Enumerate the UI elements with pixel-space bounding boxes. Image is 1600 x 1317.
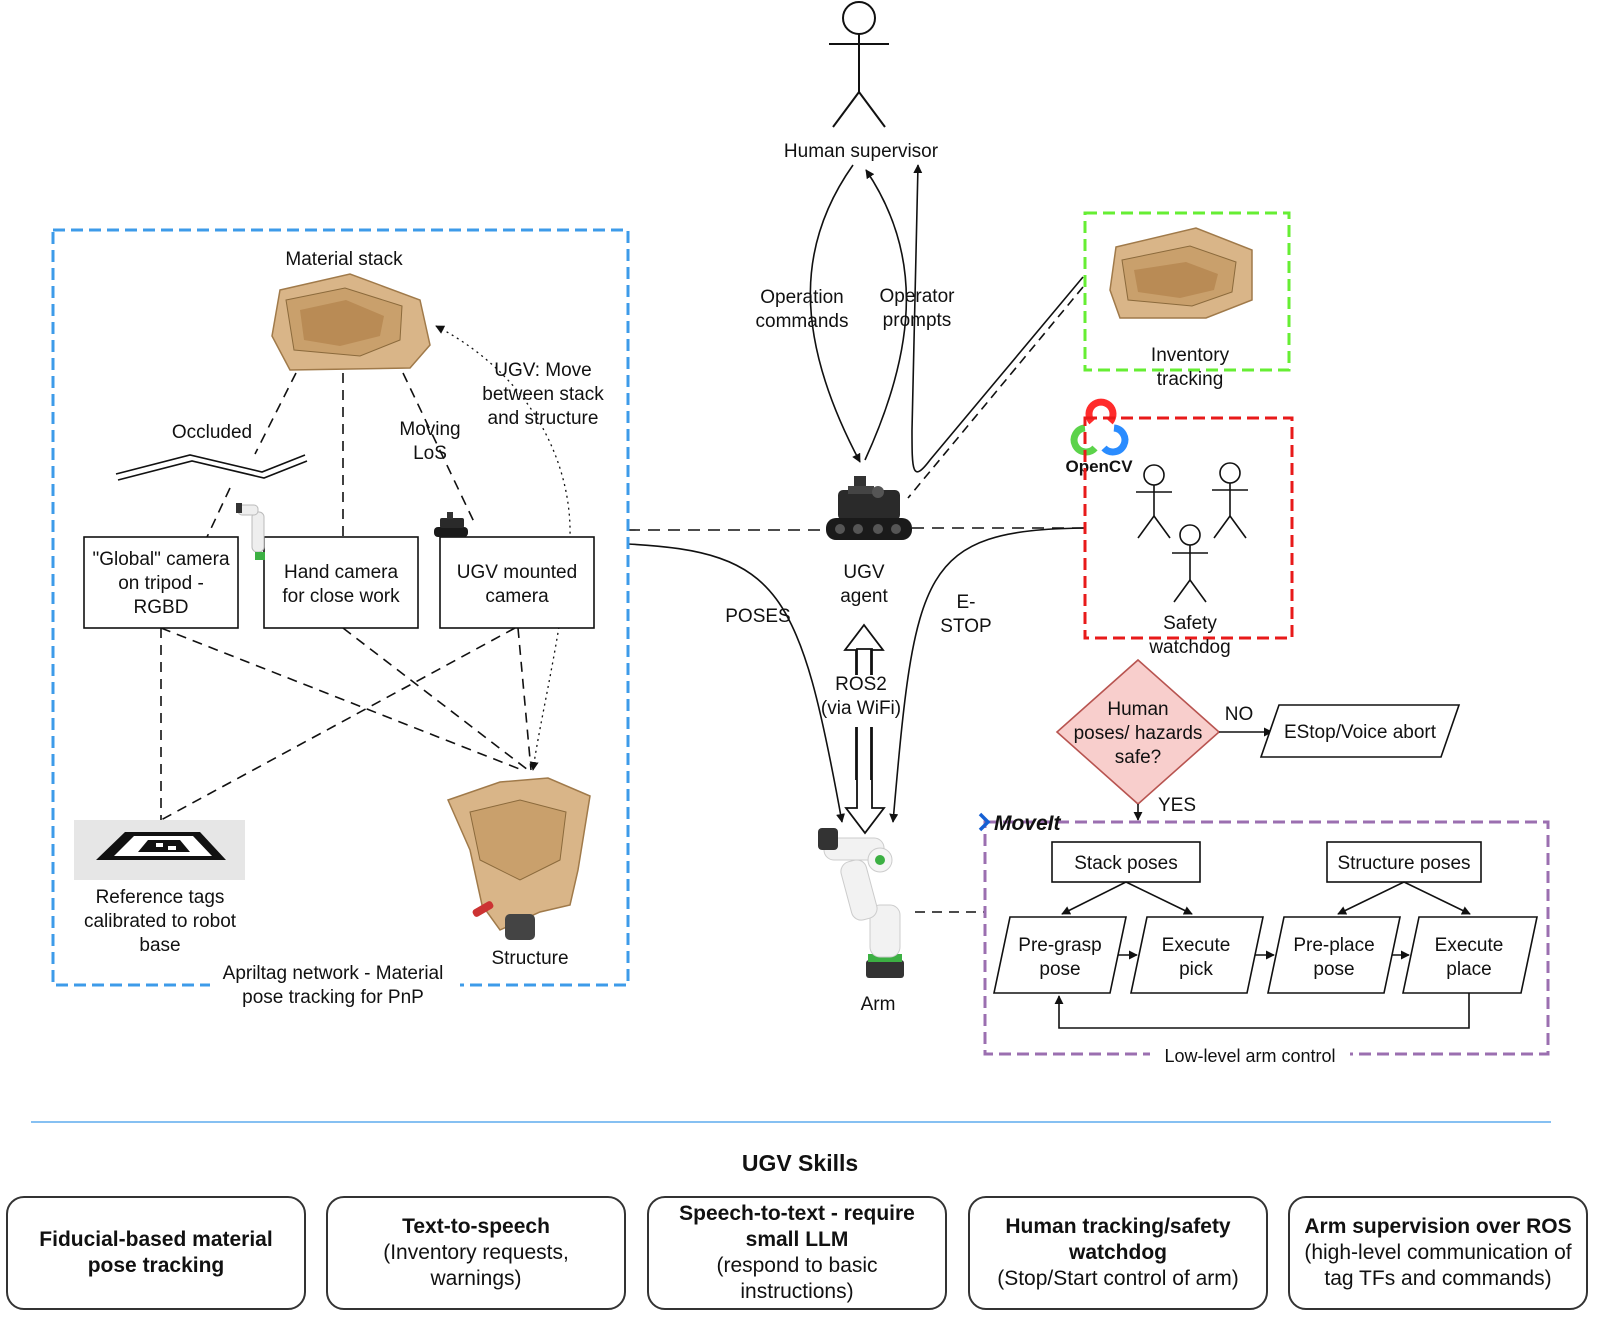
skill-title: Speech-to-text - require small LLM [679,1201,915,1251]
low-level-arm-control-label: Low-level arm control [1164,1046,1335,1066]
structure-label: Structure [491,948,568,969]
ugv-small-icon [434,512,468,537]
opencv-logo [1070,398,1129,456]
pre-grasp-pose-box [993,916,1127,994]
skill-subtitle: (respond to basic instructions) [716,1254,878,1304]
stack-poses-box [1051,841,1201,883]
skill-title: Text-to-speech [402,1214,550,1238]
skill-card-text-to-speech: Text-to-speech (Inventory requests, warn… [326,1196,626,1310]
skill-card-speech-to-text: Speech-to-text - require small LLM (resp… [647,1196,947,1310]
skill-title: Arm supervision over ROS [1304,1214,1572,1238]
moveit-arm-control-box [983,820,1550,1056]
skill-title: Fiducial-based material pose tracking [39,1227,273,1277]
skill-card-fiducial: Fiducial-based material pose tracking [6,1196,306,1310]
ros2-link-arrow [843,623,886,835]
operator-prompts-arrow [864,169,908,461]
ugv-robot-icon [826,476,912,540]
execute-pick-box [1130,916,1264,994]
safety-watchdog-box [1083,416,1294,640]
material-stack-label: Material stack [285,249,403,270]
global-camera-box [83,536,239,629]
estop-voice-abort-label: EStop/Voice abort [1284,722,1437,743]
inventory-stack-photo [1109,227,1253,319]
inventory-tracking-box [1083,211,1291,372]
no-label: NO [1225,704,1254,725]
arm-label: Arm [861,994,896,1015]
ros2-label: ROS2(via WiFi) [821,674,901,719]
opencv-logo-text: OpenCV [1065,457,1133,476]
apriltag-icon [96,832,226,860]
structure-poses-box [1326,841,1482,883]
structure-photo [446,777,591,940]
estop-arrow [889,527,1086,823]
human-supervisor-figure [829,1,889,128]
estop-voice-abort-box [1259,704,1461,758]
ugv-mounted-camera-box [439,536,595,629]
inventory-prompt-arrow [911,164,1084,473]
skill-title: Human tracking/safety watchdog [1005,1214,1231,1264]
estop-label: E-STOP [940,592,991,637]
material-stack-photo [271,273,431,371]
inventory-dashed-link [907,286,1084,499]
stack-poses-label: Stack poses [1074,853,1178,874]
skill-subtitle: (Stop/Start control of arm) [997,1267,1239,1291]
ugv-skills-title: UGV Skills [741,1150,859,1176]
skill-subtitle: (high-level communication of tag TFs and… [1304,1240,1572,1291]
skill-card-arm-supervision: Arm supervision over ROS (high-level com… [1288,1196,1588,1310]
execute-place-box [1402,916,1538,994]
place-loop-arrow [1054,993,1470,1029]
human-supervisor-label: Human supervisor [784,141,939,162]
moveit-logo: MoveIt [994,812,1062,835]
yes-label: YES [1158,795,1196,816]
operation-commands-arrow [809,164,861,463]
robot-arm-icon [818,828,904,978]
occluded-label: Occluded [172,422,252,443]
occlusion-wall-icon [115,454,308,481]
hand-camera-box [263,536,419,629]
skill-subtitle: (Inventory requests, warnings) [383,1240,569,1291]
hand-camera-arm-icon [236,503,265,560]
skill-card-human-tracking: Human tracking/safety watchdog (Stop/Sta… [968,1196,1268,1310]
structure-poses-label: Structure poses [1337,853,1470,874]
moveit-chevron-icon [978,812,991,832]
poses-label: POSES [725,606,790,627]
pre-place-pose-box [1267,916,1401,994]
poses-arrow [627,543,845,823]
tracked-humans-icon [1136,462,1248,603]
